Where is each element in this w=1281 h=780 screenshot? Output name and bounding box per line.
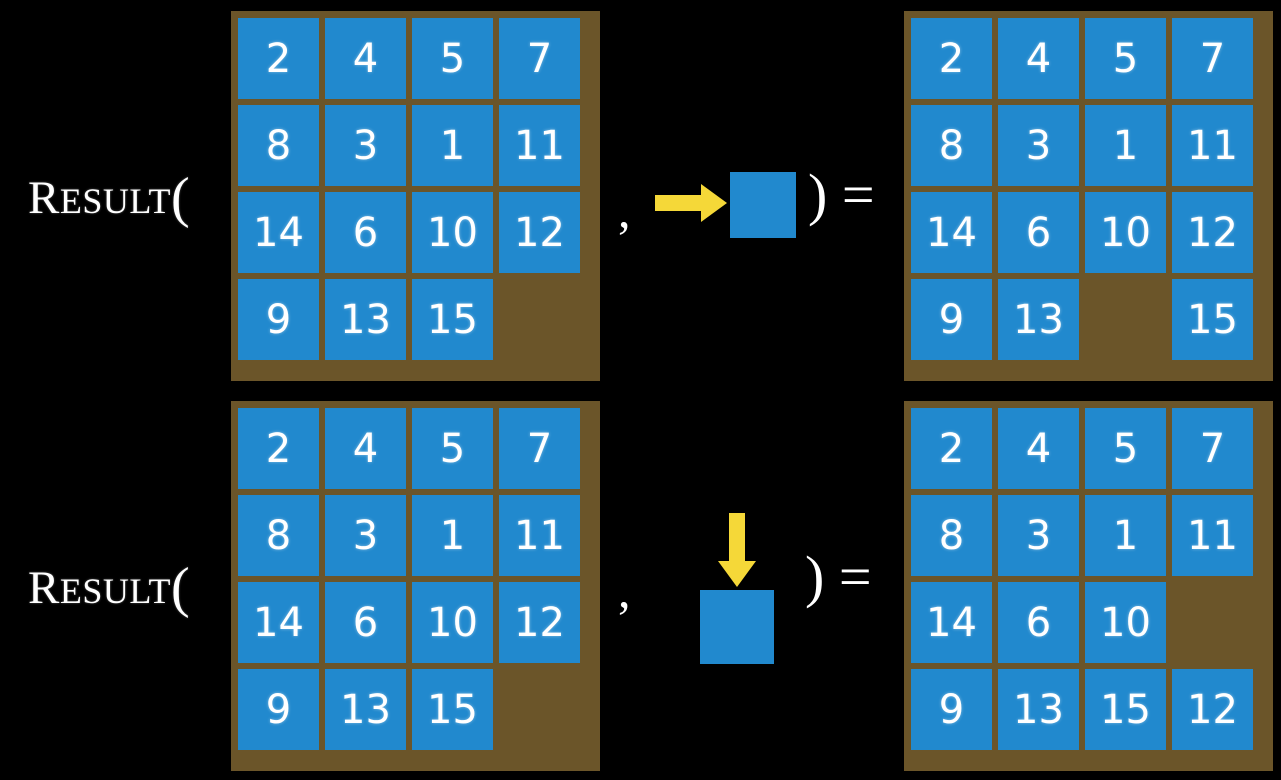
tile[interactable]: 13	[998, 669, 1079, 750]
tile[interactable]: 7	[1172, 18, 1253, 99]
arrow-head	[718, 561, 756, 587]
blank-tile-marker	[730, 172, 796, 238]
input-board-bottom: 2 4 5 7 8 3 1 11 14 6 10 12 9 13 15	[231, 401, 600, 771]
tile[interactable]: 4	[325, 18, 406, 99]
tile[interactable]: 9	[238, 279, 319, 360]
separator-comma: ,	[618, 562, 631, 618]
tile[interactable]: 1	[412, 495, 493, 576]
tile-blank	[1085, 279, 1166, 360]
tile[interactable]: 13	[325, 279, 406, 360]
tile[interactable]: 3	[998, 105, 1079, 186]
tile[interactable]: 15	[412, 279, 493, 360]
tile[interactable]: 5	[412, 408, 493, 489]
tile[interactable]: 12	[499, 192, 580, 273]
tile[interactable]: 6	[325, 582, 406, 663]
tile[interactable]: 11	[499, 105, 580, 186]
tile[interactable]: 1	[1085, 105, 1166, 186]
tile[interactable]: 12	[1172, 669, 1253, 750]
tile[interactable]: 2	[911, 408, 992, 489]
tile[interactable]: 6	[325, 192, 406, 273]
arrow-shaft	[655, 195, 707, 211]
tile[interactable]: 7	[499, 18, 580, 99]
close-paren-equals: ) =	[805, 544, 872, 609]
output-board-bottom: 2 4 5 7 8 3 1 11 14 6 10 9 13 15 12	[904, 401, 1273, 771]
tile[interactable]: 15	[1172, 279, 1253, 360]
tile[interactable]: 7	[499, 408, 580, 489]
tile[interactable]: 8	[911, 105, 992, 186]
tile[interactable]: 15	[1085, 669, 1166, 750]
tile[interactable]: 10	[1085, 582, 1166, 663]
tile[interactable]: 10	[412, 582, 493, 663]
result-label-initial: R	[28, 172, 60, 224]
input-board-top: 2 4 5 7 8 3 1 11 14 6 10 12 9 13 15	[231, 11, 600, 381]
tile[interactable]: 11	[499, 495, 580, 576]
result-label-bottom: RESULT(	[28, 553, 191, 619]
tile[interactable]: 5	[412, 18, 493, 99]
blank-tile-marker	[700, 590, 774, 664]
tile[interactable]: 2	[238, 408, 319, 489]
tile[interactable]: 13	[998, 279, 1079, 360]
tile[interactable]: 14	[238, 582, 319, 663]
tile[interactable]: 8	[238, 105, 319, 186]
tile[interactable]: 3	[325, 495, 406, 576]
operator-area-top: , ) =	[600, 0, 904, 390]
tile[interactable]: 11	[1172, 495, 1253, 576]
tile[interactable]: 14	[238, 192, 319, 273]
tile[interactable]: 8	[238, 495, 319, 576]
tile[interactable]: 9	[911, 669, 992, 750]
tile[interactable]: 10	[412, 192, 493, 273]
equation-row-top: RESULT( 2 4 5 7 8 3 1 11 14 6 10 12 9 13…	[28, 0, 1273, 390]
tile[interactable]: 13	[325, 669, 406, 750]
tile[interactable]: 8	[911, 495, 992, 576]
tile-blank	[499, 279, 580, 360]
tile[interactable]: 4	[325, 408, 406, 489]
close-paren-equals: ) =	[808, 162, 875, 227]
tile[interactable]: 15	[412, 669, 493, 750]
tile[interactable]: 14	[911, 582, 992, 663]
tile[interactable]: 12	[499, 582, 580, 663]
tile[interactable]: 10	[1085, 192, 1166, 273]
tile[interactable]: 9	[911, 279, 992, 360]
tile[interactable]: 3	[998, 495, 1079, 576]
tile-blank	[499, 669, 580, 750]
tile[interactable]: 6	[998, 192, 1079, 273]
result-label-rest: ESULT	[59, 571, 172, 611]
equation-row-bottom: RESULT( 2 4 5 7 8 3 1 11 14 6 10 12 9 13…	[0, 390, 1281, 780]
tile[interactable]: 3	[325, 105, 406, 186]
tile[interactable]: 12	[1172, 192, 1253, 273]
tile[interactable]: 5	[1085, 18, 1166, 99]
tile[interactable]: 4	[998, 408, 1079, 489]
arrow-head	[701, 184, 727, 222]
tile[interactable]: 1	[1085, 495, 1166, 576]
tile[interactable]: 9	[238, 669, 319, 750]
tile[interactable]: 4	[998, 18, 1079, 99]
result-label-rest: ESULT	[59, 181, 172, 221]
tile[interactable]: 2	[911, 18, 992, 99]
result-open-paren: (	[171, 167, 191, 229]
tile[interactable]: 2	[238, 18, 319, 99]
tile-blank	[1172, 582, 1253, 663]
result-label-initial: R	[28, 562, 60, 614]
tile[interactable]: 14	[911, 192, 992, 273]
result-open-paren: (	[171, 557, 191, 619]
output-board-top: 2 4 5 7 8 3 1 11 14 6 10 12 9 13 15	[904, 11, 1273, 381]
tile[interactable]: 1	[412, 105, 493, 186]
result-label-top: RESULT(	[28, 163, 191, 229]
tile[interactable]: 11	[1172, 105, 1253, 186]
tile[interactable]: 6	[998, 582, 1079, 663]
operator-area-bottom: , ) =	[600, 390, 904, 780]
arrow-shaft	[729, 513, 745, 567]
separator-comma: ,	[618, 182, 631, 238]
tile[interactable]: 5	[1085, 408, 1166, 489]
tile[interactable]: 7	[1172, 408, 1253, 489]
